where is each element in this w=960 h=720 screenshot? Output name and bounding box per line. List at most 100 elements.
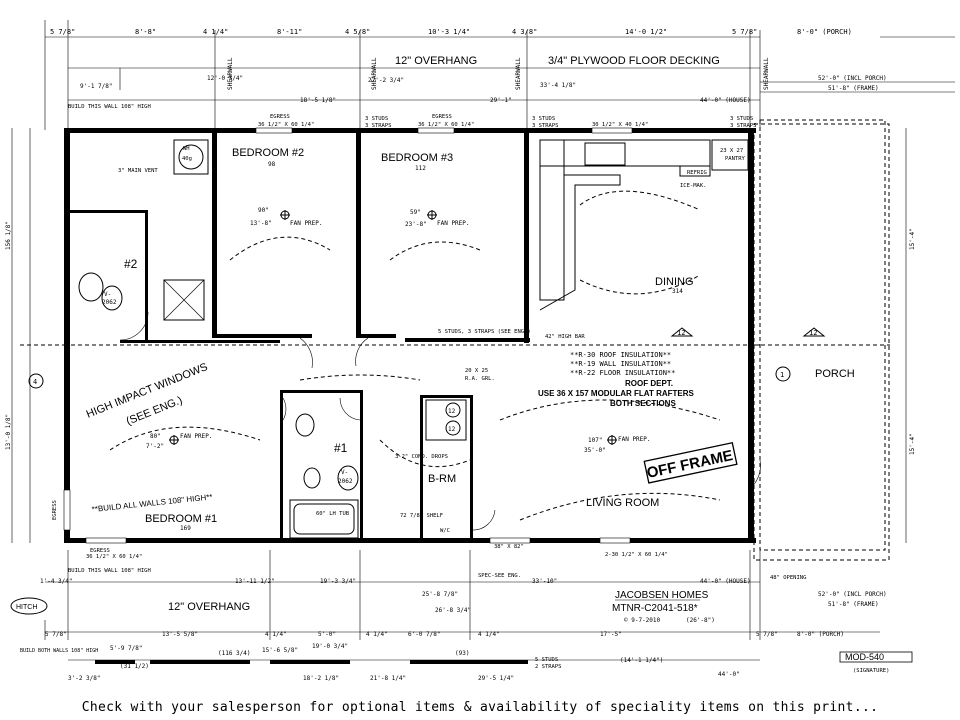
mod-box [839, 651, 913, 663]
kitchen-counter [539, 139, 749, 311]
room-bedroom3-sqft: 112 [415, 165, 426, 172]
dim-25-8: 25'-8 7/8" [422, 591, 458, 598]
dim-bot-3: 4 1/4" [265, 631, 287, 638]
dim-top-10: 8'-0" (PORCH) [797, 28, 852, 36]
dim-top-9: 5 7/8" [732, 28, 757, 36]
dim-bot2-5: 19'-0 3/4" [312, 643, 348, 650]
shearwall-label-3: SHEARWALL [515, 57, 522, 90]
dim-bedroom2-w: 13'-8" [250, 220, 272, 227]
note-both-sections: BOTH SECTIONS [610, 399, 676, 408]
ice-mak-label: ICE-MAK. [680, 183, 707, 189]
footer-note: Check with your salesperson for optional… [81, 700, 879, 715]
studs-top-3: 3 STUDS [730, 116, 753, 122]
hitch-label: HITCH [16, 604, 37, 611]
fan-prep-bedroom2: FAN PREP. [290, 220, 323, 227]
dim-bot2-3: (116 3/4) [218, 650, 251, 657]
dim-bot2-8: 44'-0" [718, 671, 740, 678]
left-dimension-lines [11, 128, 31, 543]
note-r19: **R-19 WALL INSULATION** [570, 360, 671, 368]
room-dining: DINING [655, 276, 694, 288]
fan-prep-bedroom3: FAN PREP. [437, 220, 470, 227]
section-marker-1-label: 1 [780, 371, 784, 379]
note-roof-dept: ROOF DEPT. [625, 379, 673, 388]
straps-bottom: 2 STRAPS [535, 664, 562, 670]
water-heater-12b: 12 [448, 426, 456, 433]
overhang-bottom: 12" OVERHANG [168, 601, 250, 613]
shelf-label: 72 7/8" SHELF [400, 513, 443, 519]
room-porch: PORCH [815, 368, 855, 380]
company-name: JACOBSEN HOMES [615, 590, 709, 601]
dim-bot2-2: (31 1/2) [120, 663, 149, 670]
note-use-36: USE 36 X 157 MODULAR FLAT RAFTERS [538, 389, 695, 398]
exterior-walls [63, 127, 756, 544]
dim-bot-2: 13'-5 5/8" [162, 631, 198, 638]
dim-bot-4: 5'-0" [318, 631, 336, 638]
dim-13-11: 13'-11 1/2" [235, 578, 275, 585]
room-bedroom3: BEDROOM #3 [381, 152, 453, 164]
dim-bedroom1-80: 80" [150, 433, 161, 440]
egress-bottom-label: EGRESS [90, 548, 110, 554]
egress-bottom-size: 36 1/2" X 60 1/4" [86, 554, 142, 560]
build-108-top: BUILD THIS WALL 108" HIGH [68, 104, 151, 110]
left-dim-half: 13'-0 1/8" [5, 414, 12, 450]
room-living: LIVING ROOM [586, 497, 659, 509]
room-bedroom2-sqft: 98 [268, 161, 276, 168]
room-brm: B-RM [428, 473, 456, 485]
shearwall-label-2: SHEARWALL [371, 57, 378, 90]
pantry-label: PANTRY [725, 156, 746, 162]
egress-size-2: 36 1/2" X 60 1/4" [418, 122, 474, 128]
ra-grl-2: R.A. GRL. [465, 376, 495, 382]
dim-29-1: 29'-1" [490, 97, 512, 104]
hitch-marker [10, 597, 48, 615]
dim-top-6: 10'-3 1/4" [428, 28, 470, 36]
room-bedroom2: BEDROOM #2 [232, 147, 304, 159]
egress-label-2: EGRESS [432, 114, 452, 120]
section-marker-4 [28, 373, 44, 389]
dim-bot-6: 6'-0 7/8" [408, 631, 441, 638]
electrical-arcs [109, 190, 721, 521]
marker-12-center [670, 327, 694, 337]
room-bedroom1-sqft: 169 [180, 525, 191, 532]
dim-3-2: 3'-2 3/8" [68, 675, 101, 682]
straps-top-2: 3 STRAPS [532, 123, 559, 129]
dim-18-2: 18'-2 1/8" [303, 675, 339, 682]
dim-bot-1: 5 7/8" [45, 631, 67, 638]
vanity-label: V- [341, 469, 348, 476]
build-108-bottom: BUILD THIS WALL 108" HIGH [68, 568, 151, 574]
dim-19-3: 19'-3 3/4" [320, 578, 356, 585]
note-r30: **R-30 ROOF INSULATION** [570, 351, 671, 359]
opening-48: 48" OPENING [770, 575, 806, 581]
ra-grl-1: 20 X 25 [465, 368, 488, 374]
build-both-walls: BUILD BOTH WALLS 108" HIGH [20, 648, 98, 654]
vanity2-label: V- [104, 291, 111, 298]
dim-top-3: 4 1/4" [203, 28, 228, 36]
dim-top-4: 8'-11" [277, 28, 302, 36]
refrig-label: REFRIG [687, 170, 707, 176]
dim-22-2: 22'-2 3/4" [368, 77, 404, 84]
signature-label: (SIGNATURE) [853, 668, 889, 674]
right-dim-1: 15'-4" [909, 228, 916, 250]
dim-33-10: 33'-10" [532, 578, 557, 585]
wh-size: 40g [182, 156, 192, 162]
dim-bedroom3-w: 23'-8" [405, 221, 427, 228]
doors [119, 311, 761, 531]
dim-9-1: 9'-1 7/8" [80, 83, 113, 90]
tub-label: 60" LH TUB [316, 511, 350, 517]
dim-bot-9: 5 7/8" [756, 631, 778, 638]
note-high-bar: 42" HIGH BAR [545, 334, 585, 340]
wc-label: W/C [440, 528, 450, 534]
dim-living-107: 107" [588, 437, 602, 444]
note-build-all: **BUILD ALL WALLS 108" HIGH** [91, 492, 213, 514]
marker-12-right [802, 327, 826, 337]
dim-bedroom3-59: 59" [410, 209, 421, 216]
dim-top-2: 8'-8" [135, 28, 156, 36]
section-marker-1 [775, 366, 791, 382]
right-dim-2: 15'-4" [909, 433, 916, 455]
bath-fixtures [78, 139, 467, 539]
dim-bedroom1-w: 7'-2" [146, 443, 164, 450]
dim-incl-porch-bottom: 52'-0" (INCL PORCH) [818, 591, 887, 598]
shearwall-label-4: SHEARWALL [763, 57, 770, 90]
marker-12-center-label: 12 [677, 329, 685, 337]
window-bottom-size: 2-30 1/2" X 60 1/4" [605, 552, 668, 558]
